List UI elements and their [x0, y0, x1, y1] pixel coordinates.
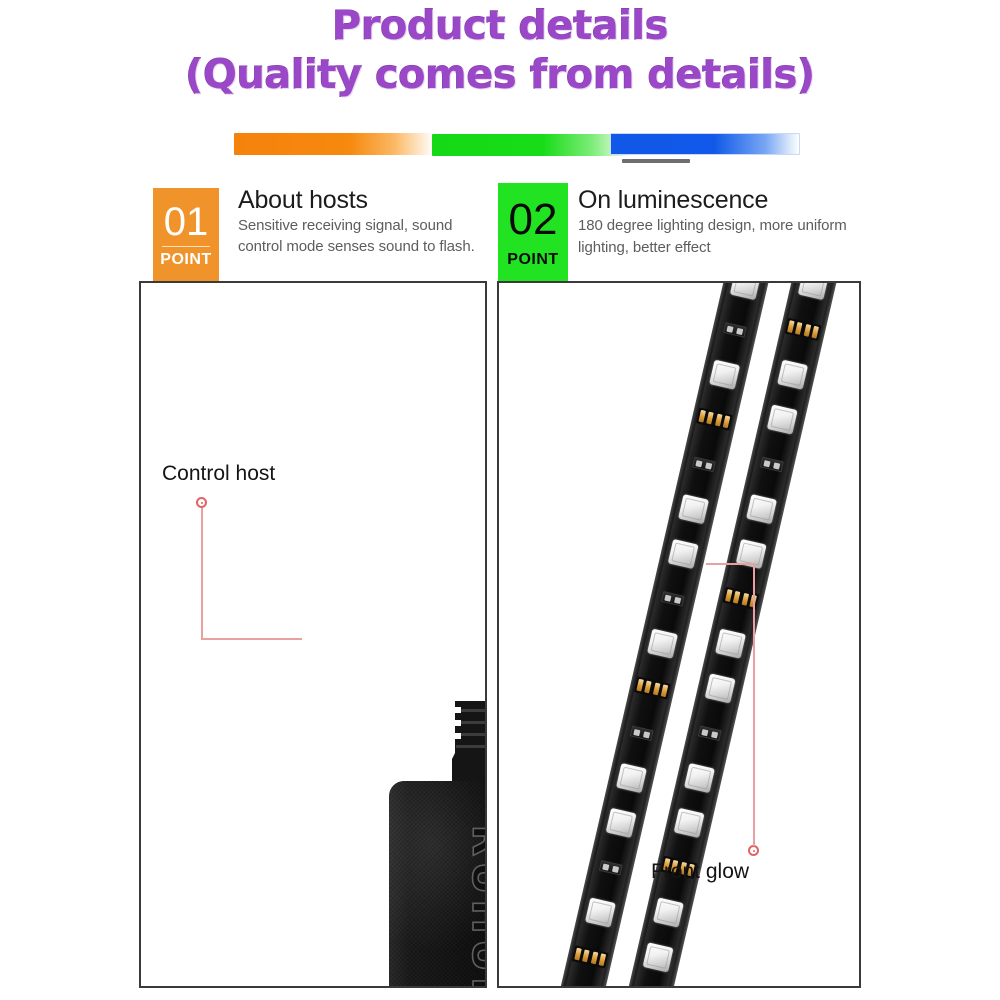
- led-solder-pad: [633, 676, 671, 700]
- green-bar: [432, 134, 632, 156]
- connector-notch: [452, 707, 461, 713]
- connector-rib: [456, 745, 485, 748]
- cable-connector-top: [452, 701, 485, 781]
- page-title: Product details (Quality comes from deta…: [0, 2, 1000, 100]
- product-panel-led-strips: [497, 281, 861, 988]
- led-chip: [605, 807, 637, 839]
- led-solder-pad: [571, 945, 609, 969]
- led-chip: [667, 538, 699, 570]
- controller-device-image: RUHUKEJI: [389, 701, 487, 986]
- led-chip: [678, 494, 710, 525]
- callout-leader-line-horizontal-front-glow: [706, 563, 754, 565]
- callout-front-glow: Front glow: [651, 860, 749, 884]
- section-title-02: On luminescence: [578, 186, 769, 214]
- led-resistor: [697, 725, 722, 742]
- led-chip: [673, 807, 705, 839]
- led-chip: [735, 538, 767, 570]
- callout-marker-dot-control-host: [196, 497, 207, 508]
- led-chip: [715, 628, 746, 659]
- led-chip: [766, 404, 798, 435]
- callout-marker-dot-front-glow: [748, 845, 759, 856]
- point-label-02: POINT: [507, 250, 559, 268]
- led-chip: [642, 942, 674, 973]
- controller-body: RUHUKEJI: [389, 781, 487, 986]
- led-chip: [729, 283, 761, 301]
- connector-rib: [456, 709, 485, 712]
- blue-bar: [610, 133, 800, 155]
- connector-rib: [456, 721, 485, 724]
- led-resistor: [598, 859, 623, 876]
- page-title-line-2: (Quality comes from details): [185, 51, 816, 98]
- section-description-02: 180 degree lighting design, more uniform…: [578, 217, 847, 256]
- brand-logo-text: RUHUKEJI: [462, 824, 487, 986]
- point-number-01: 01: [163, 200, 209, 244]
- point-divider-01: [162, 246, 210, 247]
- callout-leader-line-horizontal-control-host: [201, 638, 302, 640]
- callout-control-host: Control host: [162, 462, 275, 486]
- product-panel-controller: RUHUKEJI: [139, 281, 487, 988]
- section-header-02: On luminescence 180 degree lighting desi…: [578, 186, 850, 259]
- orange-bar: [234, 133, 434, 155]
- section-header-01: About hosts Sensitive receiving signal, …: [238, 186, 488, 257]
- led-resistor: [660, 590, 685, 607]
- led-chip: [584, 897, 616, 928]
- point-badge-01: 01 POINT: [153, 188, 219, 281]
- led-resistor: [629, 725, 654, 742]
- point-number-02: 02: [508, 194, 558, 244]
- led-chip: [615, 763, 647, 794]
- callout-leader-line-vertical-front-glow: [753, 563, 755, 846]
- page-title-line-1: Product details: [331, 2, 669, 49]
- connector-notch: [452, 733, 461, 739]
- led-resistor: [759, 456, 784, 473]
- led-resistor: [722, 322, 747, 338]
- led-chip: [746, 494, 778, 525]
- led-solder-pad: [695, 407, 733, 431]
- led-chip: [704, 673, 736, 704]
- section-title-01: About hosts: [238, 186, 368, 214]
- point-label-01: POINT: [160, 251, 212, 268]
- led-chip: [709, 359, 741, 390]
- connector-rib: [456, 733, 485, 736]
- led-resistor: [691, 456, 716, 473]
- callout-control-host-label: Control host: [162, 462, 276, 485]
- led-chip: [647, 628, 678, 659]
- blue-bar-underline: [622, 159, 690, 163]
- section-description-01: Sensitive receiving signal, sound contro…: [238, 217, 475, 255]
- callout-front-glow-label: Front glow: [651, 860, 750, 883]
- led-chip: [777, 359, 809, 390]
- led-solder-pad: [784, 317, 822, 342]
- point-badge-02: 02 POINT: [498, 183, 568, 281]
- callout-leader-line-vertical-control-host: [201, 508, 203, 639]
- connector-notch: [452, 720, 461, 726]
- led-chip: [683, 763, 715, 794]
- accent-bars: [0, 133, 1000, 163]
- led-chip: [797, 283, 829, 301]
- led-chip: [652, 897, 684, 928]
